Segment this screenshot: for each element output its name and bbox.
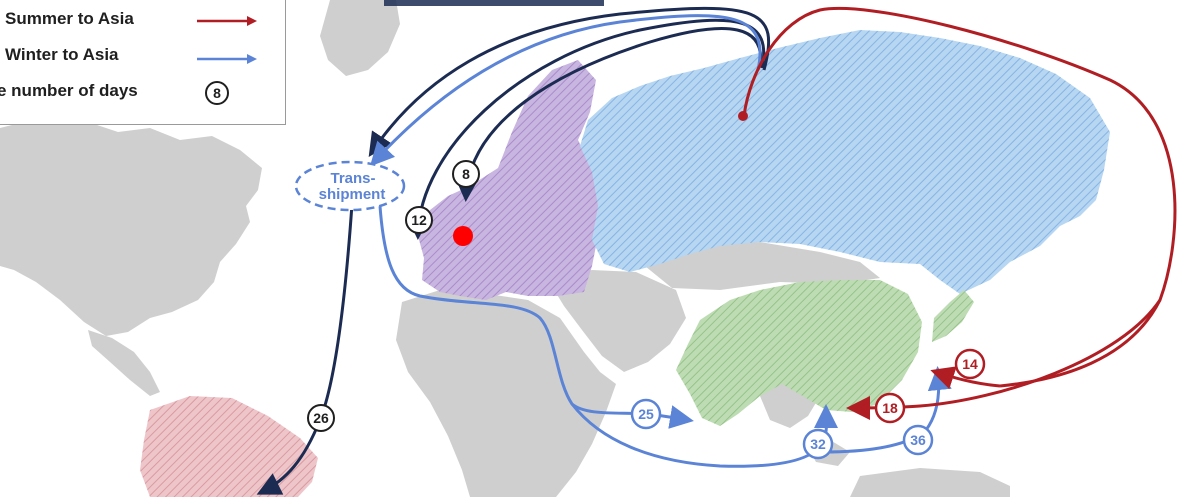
- badge-japan-east: 14: [954, 348, 986, 380]
- legend-winter-label: Winter to Asia: [5, 45, 119, 64]
- legend-winter-arrow-icon: [197, 54, 257, 64]
- route-dark-to-europe-west: [406, 18, 766, 240]
- svg-text:8: 8: [462, 166, 470, 182]
- legend-summer-label: Summer to Asia: [5, 9, 134, 28]
- svg-text:25: 25: [638, 406, 654, 422]
- route-dark-to-transshipment: [368, 6, 771, 157]
- route-summer-to-japan: [930, 366, 1001, 390]
- badge-southeast-asia: 32: [802, 428, 834, 460]
- badge-europe-west: 12: [405, 206, 433, 234]
- svg-text:12: 12: [411, 212, 427, 228]
- japan-region: [932, 290, 974, 342]
- badge-europe-north: 8: [452, 160, 480, 188]
- badge-india: 25: [630, 398, 662, 430]
- arctic-port-dot: [738, 111, 748, 121]
- badge-east-china-sea: 36: [902, 424, 934, 456]
- middle-east-landmass: [548, 270, 686, 372]
- north-america-landmass: [0, 118, 262, 336]
- svg-text:32: 32: [810, 436, 826, 452]
- route-winter-suez-main: [378, 205, 649, 416]
- route-dark-to-europe-north: [454, 27, 763, 202]
- route-summer-arctic-loop: [742, 6, 1177, 388]
- svg-text:26: 26: [313, 410, 329, 426]
- route-winter-arctic-to-transshipment: [369, 14, 762, 167]
- legend-summer-arrow-icon: [197, 16, 257, 26]
- africa-landmass: [396, 290, 616, 497]
- transshipment-ellipse: [294, 160, 406, 212]
- legend-box: Summer to Asia Winter to Asia e number o…: [0, 0, 286, 125]
- route-winter-to-southeast-asia: [570, 403, 839, 468]
- origin-red-dot: [453, 226, 473, 246]
- mongolia-region-landmass: [640, 242, 880, 290]
- legend-days-badge-icon: 8: [205, 81, 229, 105]
- svg-text:18: 18: [882, 400, 898, 416]
- svg-text:36: 36: [910, 432, 926, 448]
- central-america-landmass: [88, 330, 160, 396]
- badge-china-east: 18: [874, 392, 906, 424]
- legend-days-label: e number of days: [0, 81, 138, 100]
- transshipment-line2: shipment: [319, 186, 386, 203]
- greenland-landmass: [320, 0, 400, 76]
- svg-text:14: 14: [962, 356, 978, 372]
- australia-landmass: [850, 468, 1010, 497]
- svg-text:8: 8: [213, 85, 221, 101]
- transshipment-line1: Trans-: [330, 170, 375, 187]
- china-region: [676, 280, 922, 426]
- badge-south-america: 26: [307, 404, 335, 432]
- cropped-title-fragment: [384, 0, 604, 6]
- south-america-region: [140, 396, 318, 497]
- russia-region: [580, 30, 1110, 294]
